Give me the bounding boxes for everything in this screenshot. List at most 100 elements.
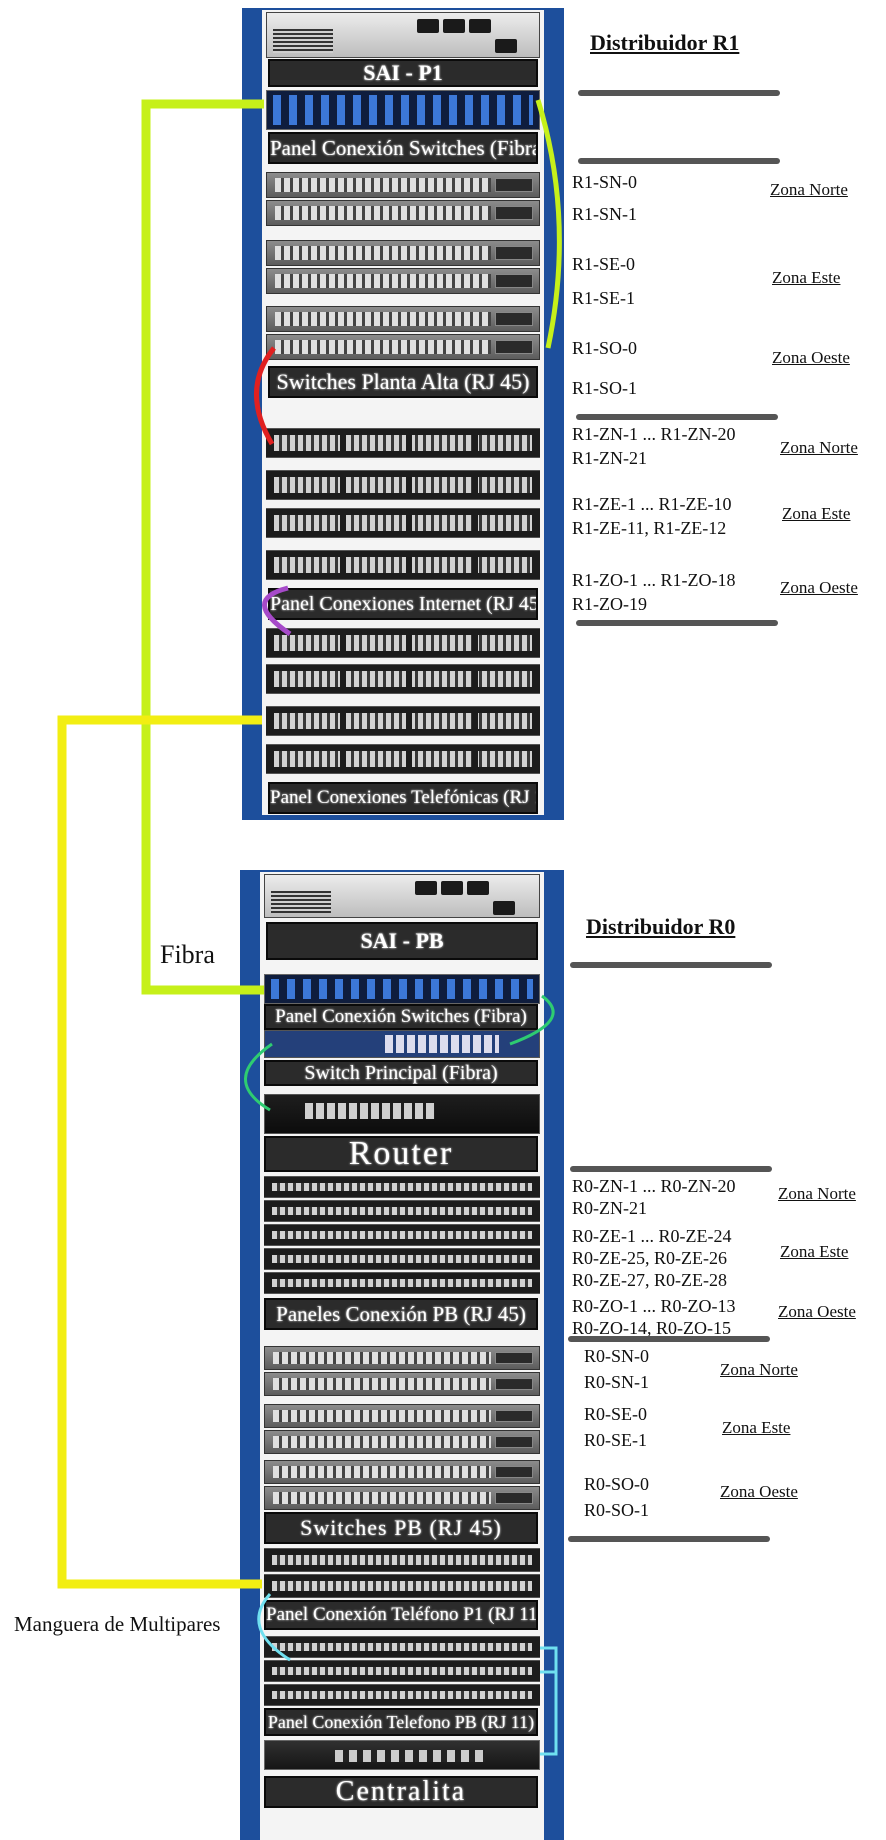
switch-r0-so-1: [264, 1486, 540, 1510]
separator: [570, 1166, 772, 1172]
patch-panel-tel-pb-3: [264, 1684, 540, 1706]
label-switches-pb: Switches PB (RJ 45): [264, 1512, 538, 1544]
panel-id: R0-ZE-27, R0-ZE-28: [572, 1270, 727, 1290]
fiber-panel-r1: [266, 90, 540, 130]
zone-label: Zona Oeste: [778, 1302, 856, 1321]
label-main-switch: Switch Principal (Fibra): [264, 1060, 538, 1086]
patch-panel-r0-1: [264, 1176, 540, 1198]
zone-label: Zona Oeste: [780, 578, 858, 597]
fiber-patch-r1: [535, 99, 562, 349]
patch-panel-r0-4: [264, 1248, 540, 1270]
switch-r0-se-0: [264, 1404, 540, 1428]
label-manguera: Manguera de Multipares: [14, 1612, 221, 1636]
multipair-cable: [57, 715, 262, 1589]
separator: [578, 158, 780, 164]
label-internet-r1: Panel Conexiones Internet (RJ 45): [268, 588, 538, 620]
switch-r1-se-0: [266, 240, 540, 266]
switch-id: R1-SO-0: [572, 338, 638, 358]
separator: [568, 1536, 770, 1542]
separator: [576, 414, 778, 420]
switch-r1-se-1: [266, 268, 540, 294]
label-fibra: Fibra: [160, 940, 215, 969]
main-fiber-switch: [264, 1030, 540, 1058]
ups-r0: [264, 874, 540, 918]
patch-panel-r0-3: [264, 1224, 540, 1246]
zone-label: Zona Norte: [780, 438, 858, 457]
label-sai-p1: SAI - P1: [268, 59, 538, 87]
switch-id: R0-SO-1: [584, 1500, 650, 1520]
patch-panel-tel-p1-1: [264, 1548, 540, 1572]
switch-r1-so-0: [266, 306, 540, 332]
switch-r0-so-0: [264, 1460, 540, 1484]
patch-panel-r1-4: [266, 550, 540, 580]
switch-id: R0-SO-0: [584, 1474, 650, 1494]
panel-id: R1-ZO-1 ... R1-ZO-18: [572, 570, 736, 590]
pbx-device: [264, 1740, 540, 1770]
switch-id: R1-SO-1: [572, 378, 638, 398]
switch-r1-so-1: [266, 334, 540, 360]
zone-label: Zona Norte: [778, 1184, 856, 1203]
panel-id: R1-ZN-21: [572, 448, 647, 468]
panel-id: R0-ZE-25, R0-ZE-26: [572, 1248, 727, 1268]
patch-panel-tel-p1-2: [264, 1574, 540, 1598]
switch-id: R0-SE-1: [584, 1430, 647, 1450]
switch-id: R1-SN-1: [572, 204, 638, 224]
switch-r1-sn-0: [266, 172, 540, 198]
switch-id: R0-SE-0: [584, 1404, 647, 1424]
label-fiber-panel-r0: Panel Conexión Switches (Fibra): [264, 1004, 538, 1030]
separator: [570, 962, 772, 968]
zone-label: Zona Este: [772, 268, 841, 287]
label-tel-pb: Panel Conexión Telefono PB (RJ 11): [264, 1708, 538, 1736]
switch-id: R0-SN-1: [584, 1372, 650, 1392]
patch-panel-r1-6: [266, 664, 540, 694]
cyan-patch-r0: [257, 1593, 291, 1662]
patch-panel-r0-5: [264, 1272, 540, 1294]
zone-label: Zona Este: [780, 1242, 849, 1261]
panel-id: R1-ZO-19: [572, 594, 647, 614]
fiber-cable: [141, 99, 264, 995]
cyan-bracket-r0: [540, 1646, 558, 1756]
switch-id: R1-SE-1: [572, 288, 635, 308]
label-panels-pb: Paneles Conexión PB (RJ 45): [264, 1298, 538, 1330]
green-patch-r0-2: [244, 1042, 273, 1112]
panel-id: R1-ZE-11, R1-ZE-12: [572, 518, 727, 538]
title-r0: Distribuidor R0: [586, 914, 736, 939]
panel-id: R0-ZN-1 ... R0-ZN-20: [572, 1176, 736, 1196]
patch-panel-r1-8: [266, 744, 540, 774]
ups-r1: [266, 12, 540, 58]
panel-id: R1-ZE-1 ... R1-ZE-10: [572, 494, 732, 514]
label-tel-p1: Panel Conexión Teléfono P1 (RJ 11): [264, 1600, 538, 1630]
switch-id: R1-SE-0: [572, 254, 635, 274]
switch-id: R1-SN-0: [572, 172, 638, 192]
green-patch-r0-1: [509, 994, 555, 1046]
patch-panel-r1-5: [266, 628, 540, 658]
patch-panel-r1-3: [266, 508, 540, 538]
separator: [568, 1336, 770, 1342]
zone-label: Zona Norte: [770, 180, 848, 199]
switch-id: R0-SN-0: [584, 1346, 650, 1366]
fiber-panel-r0: [264, 974, 540, 1004]
patch-panel-r1-2: [266, 470, 540, 500]
separator: [576, 620, 778, 626]
zone-label: Zona Oeste: [720, 1482, 798, 1501]
patch-panel-r0-2: [264, 1200, 540, 1222]
patch-panel-tel-pb-2: [264, 1660, 540, 1682]
panel-id: R0-ZO-1 ... R0-ZO-13: [572, 1296, 736, 1316]
switch-r1-sn-1: [266, 200, 540, 226]
panel-id: R0-ZE-1 ... R0-ZE-24: [572, 1226, 732, 1246]
patch-panel-r1-7: [266, 706, 540, 736]
panel-id: R0-ZN-21: [572, 1198, 647, 1218]
zone-label: Zona Oeste: [772, 348, 850, 367]
switch-r0-sn-1: [264, 1372, 540, 1396]
switch-r0-sn-0: [264, 1346, 540, 1370]
switch-r0-se-1: [264, 1430, 540, 1454]
zone-label: Zona Este: [782, 504, 851, 523]
separator: [578, 90, 780, 96]
patch-panel-r1-1: [266, 428, 540, 458]
label-fiber-panel-r1: Panel Conexión Switches (Fibra): [268, 132, 538, 164]
title-r1: Distribuidor R1: [590, 30, 740, 55]
panel-id: R0-ZO-14, R0-ZO-15: [572, 1318, 731, 1338]
zone-label: Zona Este: [722, 1418, 791, 1437]
label-switches-r1: Switches Planta Alta (RJ 45): [268, 366, 538, 398]
